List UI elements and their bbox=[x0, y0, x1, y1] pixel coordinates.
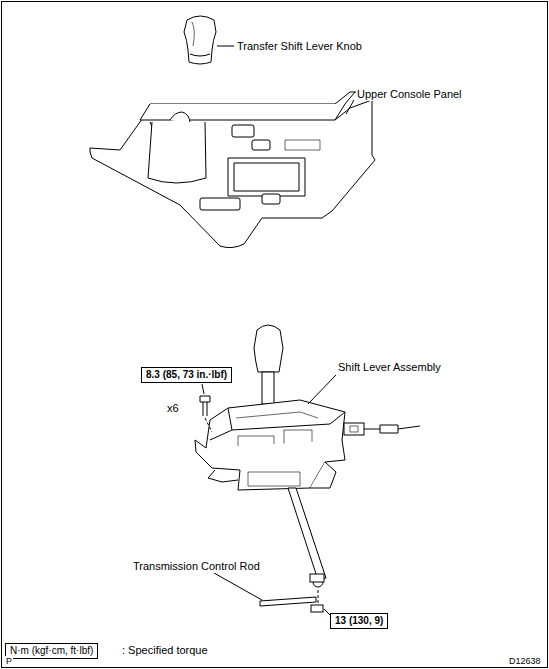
part-label: : Specified torque bbox=[121, 644, 209, 657]
leader-line bbox=[214, 573, 262, 600]
part-label: D12638 bbox=[508, 656, 542, 667]
part-label: x6 bbox=[166, 402, 180, 415]
torque-text: N·m (kgf·cm, ft·lbf) bbox=[10, 645, 93, 656]
console-panel bbox=[90, 92, 375, 248]
part-label: Transfer Shift Lever Knob bbox=[236, 40, 363, 53]
leader-line bbox=[202, 384, 204, 394]
leader-line bbox=[205, 418, 212, 432]
torque-box: 13 (130, 9) bbox=[330, 613, 388, 629]
part-label: Shift Lever Assembly bbox=[337, 361, 442, 374]
part-label: Upper Console Panel bbox=[356, 88, 463, 101]
torque-text: 13 (130, 9) bbox=[335, 615, 383, 626]
control-rod bbox=[260, 597, 323, 612]
transfer-knob bbox=[184, 16, 216, 64]
leader-line bbox=[346, 100, 354, 114]
leader-line bbox=[217, 46, 234, 47]
torque-box: 8.3 (85, 73 in.·lbf) bbox=[141, 367, 232, 383]
torque-box: N·m (kgf·cm, ft·lbf) bbox=[5, 643, 98, 659]
part-label: Transmission Control Rod bbox=[132, 560, 261, 573]
leader-line bbox=[318, 590, 319, 604]
torque-text: 8.3 (85, 73 in.·lbf) bbox=[146, 369, 227, 380]
part-label: P bbox=[5, 656, 13, 667]
leader-line bbox=[308, 375, 336, 404]
